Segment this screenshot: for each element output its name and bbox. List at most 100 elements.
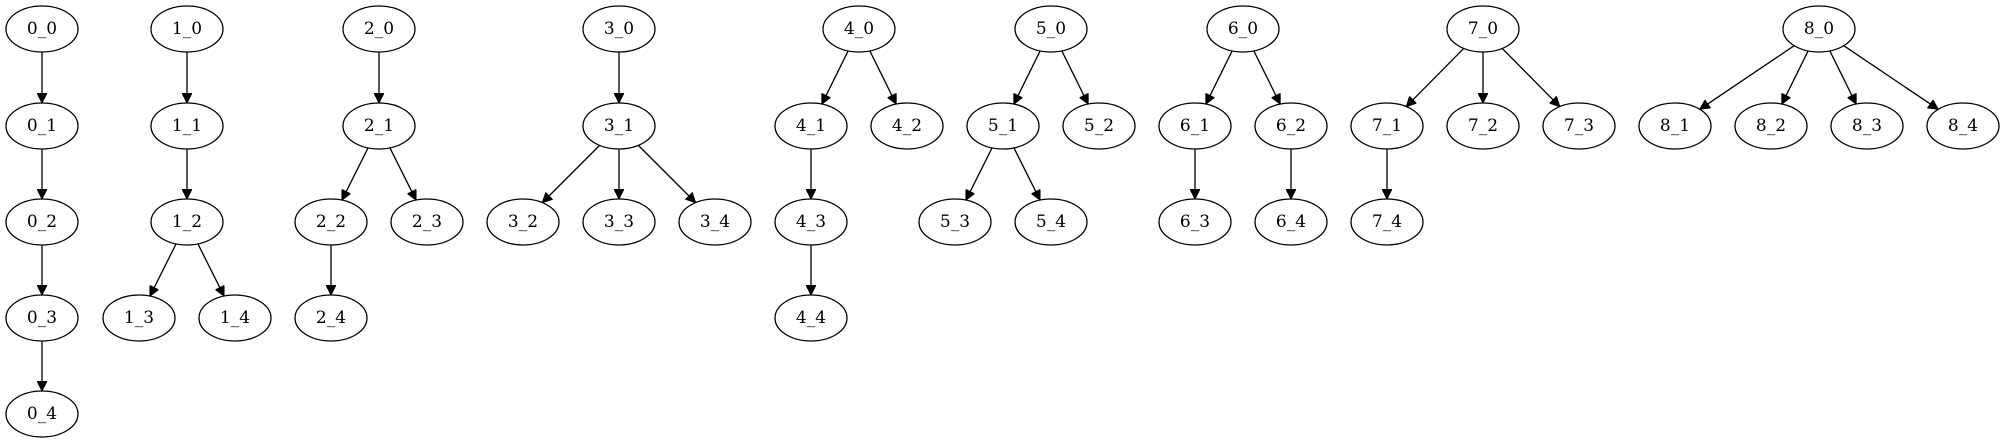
node-ellipse: [150, 102, 224, 150]
node-8_4: 8_4: [1926, 102, 2000, 150]
node-6_2: 6_2: [1254, 102, 1328, 150]
node-label: 3_3: [604, 212, 634, 232]
node-ellipse: [918, 198, 992, 246]
node-label: 4_4: [796, 308, 826, 328]
edge-arrow: [542, 144, 601, 202]
node-ellipse: [150, 5, 224, 53]
node-1_0: 1_0: [150, 5, 224, 53]
edge-arrow: [1253, 50, 1281, 104]
node-ellipse: [1254, 198, 1328, 246]
node-ellipse: [5, 294, 79, 342]
node-2_4: 2_4: [294, 294, 368, 342]
node-label: 7_3: [1564, 116, 1594, 136]
node-label: 5_3: [940, 212, 970, 232]
node-label: 5_1: [988, 116, 1018, 136]
node-8_2: 8_2: [1734, 102, 1808, 150]
node-ellipse: [342, 5, 416, 53]
node-ellipse: [1446, 5, 1520, 53]
node-ellipse: [342, 102, 416, 150]
edge-arrow: [821, 50, 849, 104]
edge-arrow: [1406, 47, 1465, 106]
node-ellipse: [966, 102, 1040, 150]
node-5_0: 5_0: [1014, 5, 1088, 53]
node-label: 5_4: [1036, 212, 1066, 232]
node-label: 4_1: [796, 116, 826, 136]
node-ellipse: [774, 198, 848, 246]
edge-5_0-to-5_1: [1013, 50, 1041, 104]
node-label: 7_1: [1372, 116, 1402, 136]
node-ellipse: [1446, 102, 1520, 150]
node-label: 4_3: [796, 212, 826, 232]
edge-3_1-to-3_2: [542, 144, 601, 202]
node-ellipse: [5, 5, 79, 53]
node-4_1: 4_1: [774, 102, 848, 150]
edge-3_1-to-3_4: [637, 144, 695, 202]
node-ellipse: [1158, 198, 1232, 246]
node-label: 1_1: [172, 116, 202, 136]
node-5_1: 5_1: [966, 102, 1040, 150]
node-ellipse: [1158, 102, 1232, 150]
node-label: 2_3: [412, 212, 442, 232]
node-ellipse: [774, 294, 848, 342]
edge-arrow: [1205, 50, 1233, 104]
edge-arrow: [1501, 47, 1560, 106]
node-8_1: 8_1: [1638, 102, 1712, 150]
node-ellipse: [1014, 5, 1088, 53]
node-label: 0_4: [27, 404, 57, 424]
node-label: 8_1: [1660, 116, 1690, 136]
node-label: 4_2: [892, 116, 922, 136]
node-ellipse: [294, 198, 368, 246]
edge-1_2-to-1_4: [197, 243, 225, 296]
node-0_4: 0_4: [5, 390, 79, 438]
node-0_2: 0_2: [5, 198, 79, 246]
node-ellipse: [1734, 102, 1808, 150]
node-ellipse: [390, 198, 464, 246]
node-6_4: 6_4: [1254, 198, 1328, 246]
node-label: 1_2: [172, 212, 202, 232]
edge-arrow: [1829, 50, 1857, 104]
node-2_1: 2_1: [342, 102, 416, 150]
edge-arrow: [197, 243, 225, 296]
edge-4_0-to-4_2: [869, 50, 897, 104]
node-label: 0_1: [27, 116, 57, 136]
node-6_3: 6_3: [1158, 198, 1232, 246]
node-label: 3_1: [604, 116, 634, 136]
node-label: 2_1: [364, 116, 394, 136]
node-ellipse: [1206, 5, 1280, 53]
node-ellipse: [102, 294, 176, 342]
node-ellipse: [1638, 102, 1712, 150]
node-label: 7_0: [1468, 19, 1498, 39]
edge-arrow: [149, 243, 177, 296]
node-7_4: 7_4: [1350, 198, 1424, 246]
edge-arrow: [1013, 50, 1041, 104]
node-3_0: 3_0: [582, 5, 656, 53]
node-6_1: 6_1: [1158, 102, 1232, 150]
node-3_4: 3_4: [678, 198, 752, 246]
node-0_0: 0_0: [5, 5, 79, 53]
edge-8_0-to-8_2: [1781, 50, 1809, 104]
node-ellipse: [582, 5, 656, 53]
node-label: 3_4: [700, 212, 730, 232]
node-3_3: 3_3: [582, 198, 656, 246]
edge-7_0-to-7_1: [1406, 47, 1465, 106]
node-5_3: 5_3: [918, 198, 992, 246]
node-label: 3_2: [508, 212, 538, 232]
node-label: 3_0: [604, 19, 634, 39]
node-4_2: 4_2: [870, 102, 944, 150]
edge-5_1-to-5_3: [965, 147, 993, 200]
edge-2_1-to-2_2: [341, 147, 369, 200]
edge-5_0-to-5_2: [1061, 50, 1089, 104]
node-label: 1_0: [172, 19, 202, 39]
node-label: 7_4: [1372, 212, 1402, 232]
node-2_2: 2_2: [294, 198, 368, 246]
edge-7_0-to-7_3: [1501, 47, 1560, 106]
node-label: 6_0: [1228, 19, 1258, 39]
node-ellipse: [1350, 102, 1424, 150]
node-label: 8_4: [1948, 116, 1978, 136]
node-4_0: 4_0: [822, 5, 896, 53]
edge-arrow: [965, 147, 993, 200]
node-0_3: 0_3: [5, 294, 79, 342]
edge-1_2-to-1_3: [149, 243, 177, 296]
